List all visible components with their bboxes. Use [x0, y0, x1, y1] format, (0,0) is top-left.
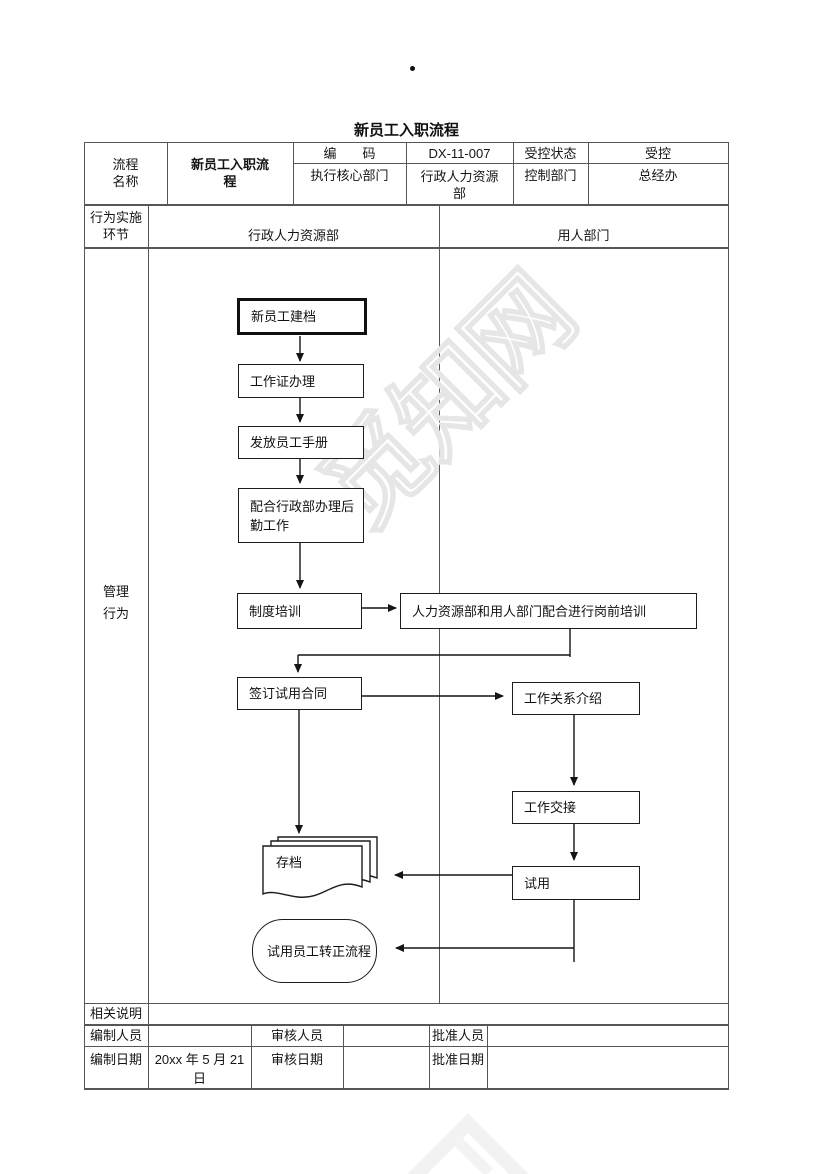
- control-status-label: 受控状态: [524, 146, 577, 161]
- process-name-label-cell: 流程名称: [84, 142, 167, 204]
- flow-node-work-relation-intro: 工作关系介绍: [512, 682, 640, 715]
- code-value: DX-11-007: [428, 146, 491, 161]
- table-border-left: [84, 142, 85, 1090]
- table-line-people-bottom: [84, 1046, 729, 1047]
- flow-node-archive-label: 存档: [276, 855, 303, 870]
- exec-dept-label: 执行核心部门: [310, 167, 389, 183]
- exec-dept-value: 行政人力资源部: [420, 168, 499, 201]
- flow-node-regularization: 试用员工转正流程: [252, 919, 377, 983]
- table-line-flow-bottom: [84, 1003, 729, 1004]
- reviewed-date-label: 审核日期: [270, 1051, 323, 1067]
- flow-node-work-permit: 工作证办理: [238, 364, 364, 398]
- exec-dept-value-cell: 行政人力资源部: [406, 164, 513, 205]
- table-line-header-bottom: [84, 204, 729, 206]
- header-divider-3: [406, 142, 407, 205]
- footer-divider-3: [429, 1024, 430, 1090]
- flow-node-trial-contract: 签订试用合同: [237, 677, 362, 710]
- archive-document-front: [262, 845, 363, 898]
- prepared-date-label: 编制日期: [89, 1051, 142, 1067]
- header-divider-4: [513, 142, 514, 205]
- flow-node-pre-job-training: 人力资源部和用人部门配合进行岗前培训: [400, 593, 697, 629]
- header-divider-5: [588, 142, 589, 205]
- table-border-right: [728, 142, 729, 1090]
- stage-row-label: 行为实施环节: [89, 210, 142, 242]
- process-name-value: 新员工入职流程: [191, 157, 270, 189]
- table-line-stage-bottom: [84, 247, 729, 249]
- header-divider-2: [293, 142, 294, 205]
- control-dept-value: 总经办: [638, 167, 678, 183]
- flow-row-label: 管理行为: [102, 584, 129, 621]
- footer-divider-2: [343, 1024, 344, 1090]
- notes-label: 相关说明: [89, 1006, 142, 1021]
- prepared-by-label: 编制人员: [89, 1028, 142, 1043]
- prepared-date-value-cell: 20xx 年 5 月 21 日: [148, 1049, 251, 1089]
- flow-node-handbook: 发放员工手册: [238, 426, 364, 459]
- swimlane-left-header: 行政人力资源部: [247, 227, 339, 243]
- control-status-value: 受控: [644, 146, 671, 161]
- table-border-bottom: [84, 1088, 729, 1090]
- flow-node-probation: 试用: [512, 866, 640, 900]
- header-divider-1: [167, 142, 168, 205]
- code-label: 编 码: [323, 146, 376, 161]
- footer-divider-4: [487, 1024, 488, 1090]
- stray-bullet-dot: [410, 66, 415, 71]
- footer-divider-1: [251, 1024, 252, 1090]
- approved-date-label: 批准日期: [431, 1051, 484, 1067]
- stage-row-label-cell: 行为实施环节: [84, 205, 148, 247]
- swimlane-right-header: 用人部门: [557, 227, 610, 243]
- reviewed-by-label: 审核人员: [270, 1028, 323, 1043]
- table-line-notes-bottom: [84, 1024, 729, 1026]
- approved-by-label: 批准人员: [431, 1028, 484, 1043]
- flow-row-label-cell: 管理行为: [84, 580, 148, 626]
- page-title: 新员工入职流程: [353, 122, 459, 139]
- flow-node-work-handover: 工作交接: [512, 791, 640, 824]
- prepared-date-value: 20xx 年 5 月 21 日: [154, 1052, 245, 1086]
- process-name-label: 流程名称: [112, 157, 139, 189]
- label-column-divider: [148, 204, 149, 1090]
- flow-node-create-file: 新员工建档: [237, 298, 367, 335]
- flow-node-logistics: 配合行政部办理后勤工作: [238, 488, 364, 543]
- process-name-value-cell: 新员工入职流程: [167, 142, 293, 204]
- table-line-header-row1: [293, 163, 729, 164]
- control-dept-label: 控制部门: [524, 167, 577, 183]
- flow-node-system-training: 制度培训: [237, 593, 362, 629]
